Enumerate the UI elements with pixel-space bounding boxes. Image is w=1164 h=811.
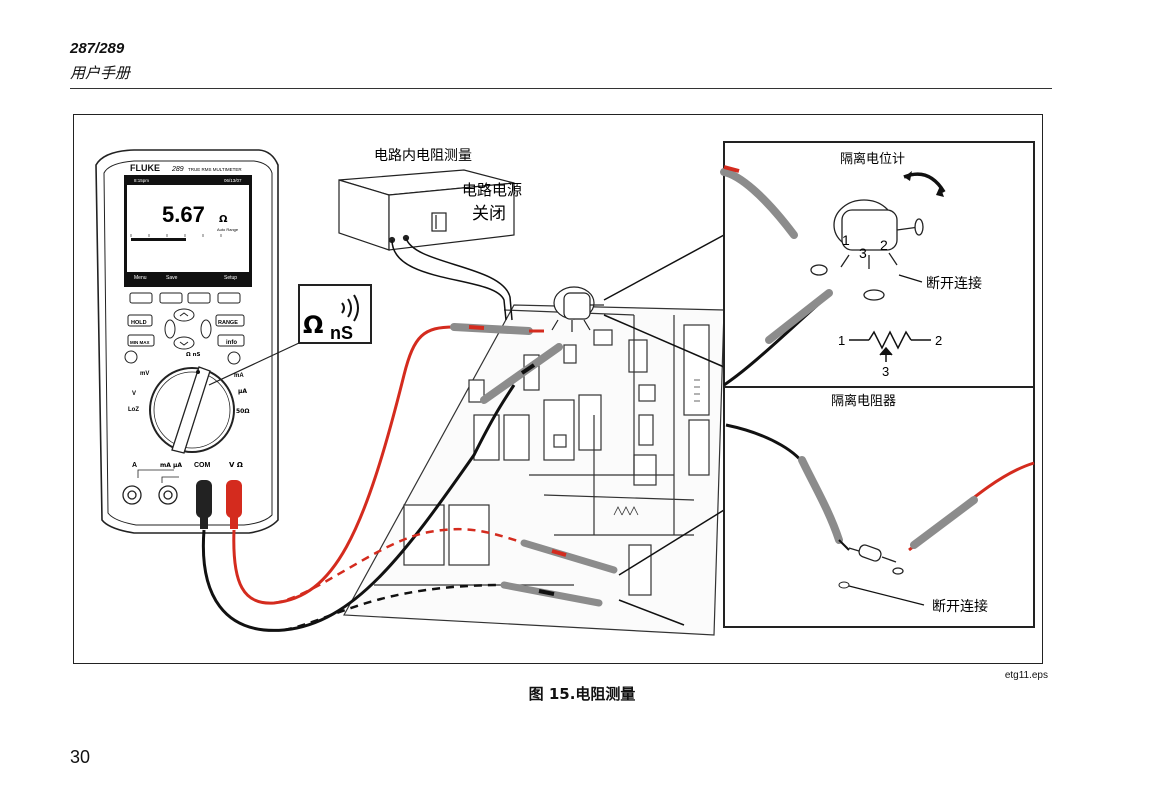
meter-reading: 5.67 [162,202,205,227]
jack-com-label: COM [194,462,211,469]
pot-panel-title: 隔离电位计 [840,151,905,167]
jack-v-ohm-label: V Ω [229,461,243,469]
multimeter [95,149,279,534]
supply-lead-1 [391,239,507,321]
meter-tagline: TRUE RMS MULTIMETER [188,167,242,172]
pot-disconnect-label: 断开连接 [926,275,982,292]
meter-status-time: 8:15pm [134,178,149,183]
dial-ma: mA [234,373,244,379]
button-range: RANGE [218,320,238,326]
pot-drawing [810,199,924,301]
function-zoom-box [298,284,372,344]
in-circuit-label: 电路内电阻测量 [374,148,472,164]
dial-50ohm: 50Ω [236,408,249,415]
schematic-pin-1: 1 [838,333,845,348]
meter-brand: FLUKE [130,163,160,173]
circuit-board [343,304,725,636]
zoom-ohm-symbol: Ω [303,311,323,339]
power-off-label-2: 关闭 [472,204,506,224]
resistor [848,544,904,575]
softkey-save: Save [166,275,178,281]
res-panel [723,386,1035,628]
res-panel-title: 隔离电阻器 [831,393,896,409]
black-probe-lower [500,581,603,607]
res-disconnect-label: 断开连接 [932,598,988,615]
v-plug [226,480,242,529]
dial-loz: LoZ [128,407,139,413]
header-rule [70,88,1052,89]
dial-ua: µA [238,388,247,395]
zoom-lines [603,234,725,368]
manual-model: 287/289 [70,40,125,57]
button-hold: HOLD [131,320,147,326]
meter-reading-unit: Ω [219,214,228,225]
pot-pin-2: 2 [880,237,888,253]
pot-pin-1: 1 [842,232,850,248]
figure-illustration: 电路内电阻测量 电路电源 关闭 隔离电位计 断开连接 1 2 3 1 2 3 隔… [95,141,1035,636]
meter-range-text: Auto Range [217,227,239,232]
schematic-pin-3: 3 [882,364,889,379]
figure-caption: 图 15.电阻测量 [528,685,636,703]
jack-ma-label: mA µA [160,462,182,469]
softkey-menu: Menu [134,275,147,281]
schematic-pin-2: 2 [935,333,942,348]
pot-pin-3: 3 [859,245,867,261]
power-off-label-1: 电路电源 [462,181,522,199]
dial-mv: mV [140,371,149,377]
red-probe-top [450,323,544,335]
figure-file-tag: etg11.eps [1004,670,1048,681]
dial-ohm-ns: Ω nS [186,352,201,358]
zoom-ns-symbol: nS [330,323,353,343]
red-lead-dashed [273,527,525,605]
black-lead-dashed [283,583,505,632]
meter-model: 289 [171,166,184,173]
figure-frame: 电路内电阻测量 电路电源 关闭 隔离电位计 断开连接 1 2 3 1 2 3 隔… [73,114,1043,664]
softkey-setup: Setup [224,275,237,281]
red-lead [232,325,455,605]
page-number: 30 [70,747,91,767]
com-plug [196,480,212,529]
button-minmax: MIN MAX [130,340,150,345]
red-probe-lower [520,539,618,574]
board-potentiometer [551,286,604,332]
black-probe-top [480,343,563,404]
meter-status-date: 06/13/07 [224,178,242,183]
pot-schematic [849,330,931,362]
button-info: info [226,340,237,346]
black-lead [201,384,516,632]
dial-v: V [132,391,136,397]
supply-lead-2 [405,237,513,321]
manual-subtitle: 用户手册 [70,64,131,82]
pot-panel [723,141,1035,408]
jack-a-label: A [132,462,137,469]
